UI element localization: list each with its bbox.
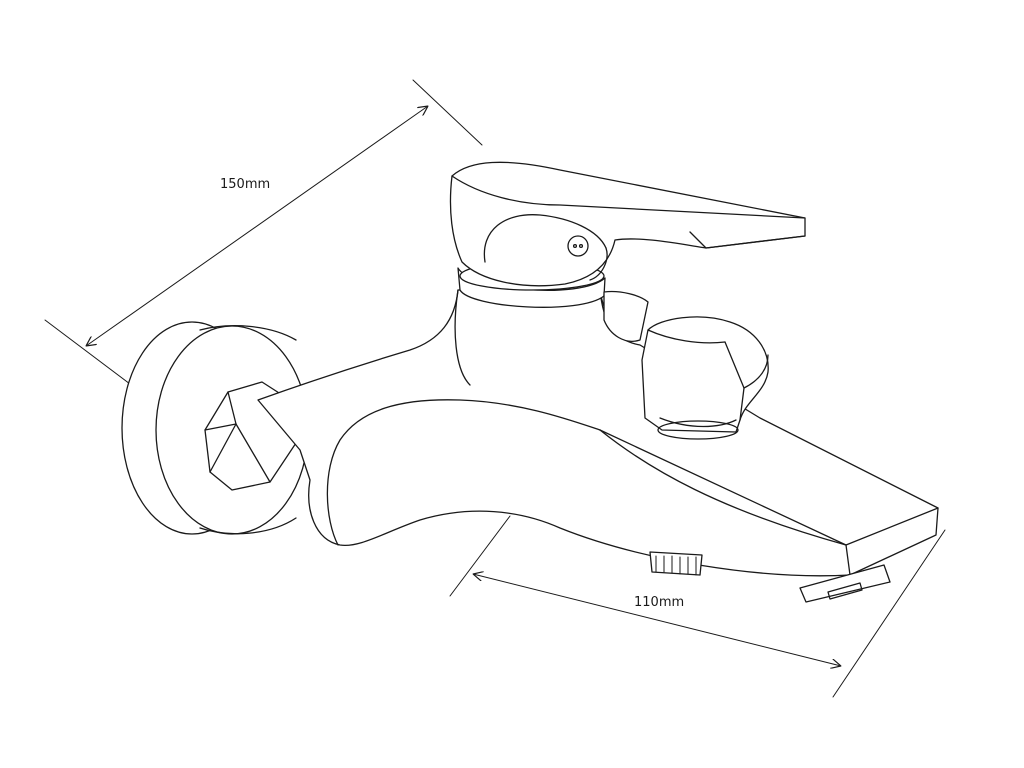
dimension-150mm: 150mm (44, 79, 483, 385)
extension-line-bottom (44, 319, 131, 385)
extension-line-left (449, 515, 511, 597)
aerator-outlet (799, 564, 891, 603)
mixer-lever-handle[interactable] (449, 161, 806, 287)
faucet-body (257, 289, 939, 577)
extension-line-top (412, 79, 483, 146)
extension-line-right (832, 529, 946, 698)
dimension-label-150mm: 150mm (220, 177, 270, 192)
threaded-connector (649, 551, 703, 576)
dimension-label-110mm: 110mm (634, 595, 684, 610)
diverter-knob[interactable] (603, 290, 769, 440)
temperature-indicator-icon (567, 235, 589, 257)
dimension-110mm: 110mm (449, 515, 946, 698)
dimension-line-150mm (86, 106, 428, 346)
dimension-line-110mm (473, 574, 841, 666)
